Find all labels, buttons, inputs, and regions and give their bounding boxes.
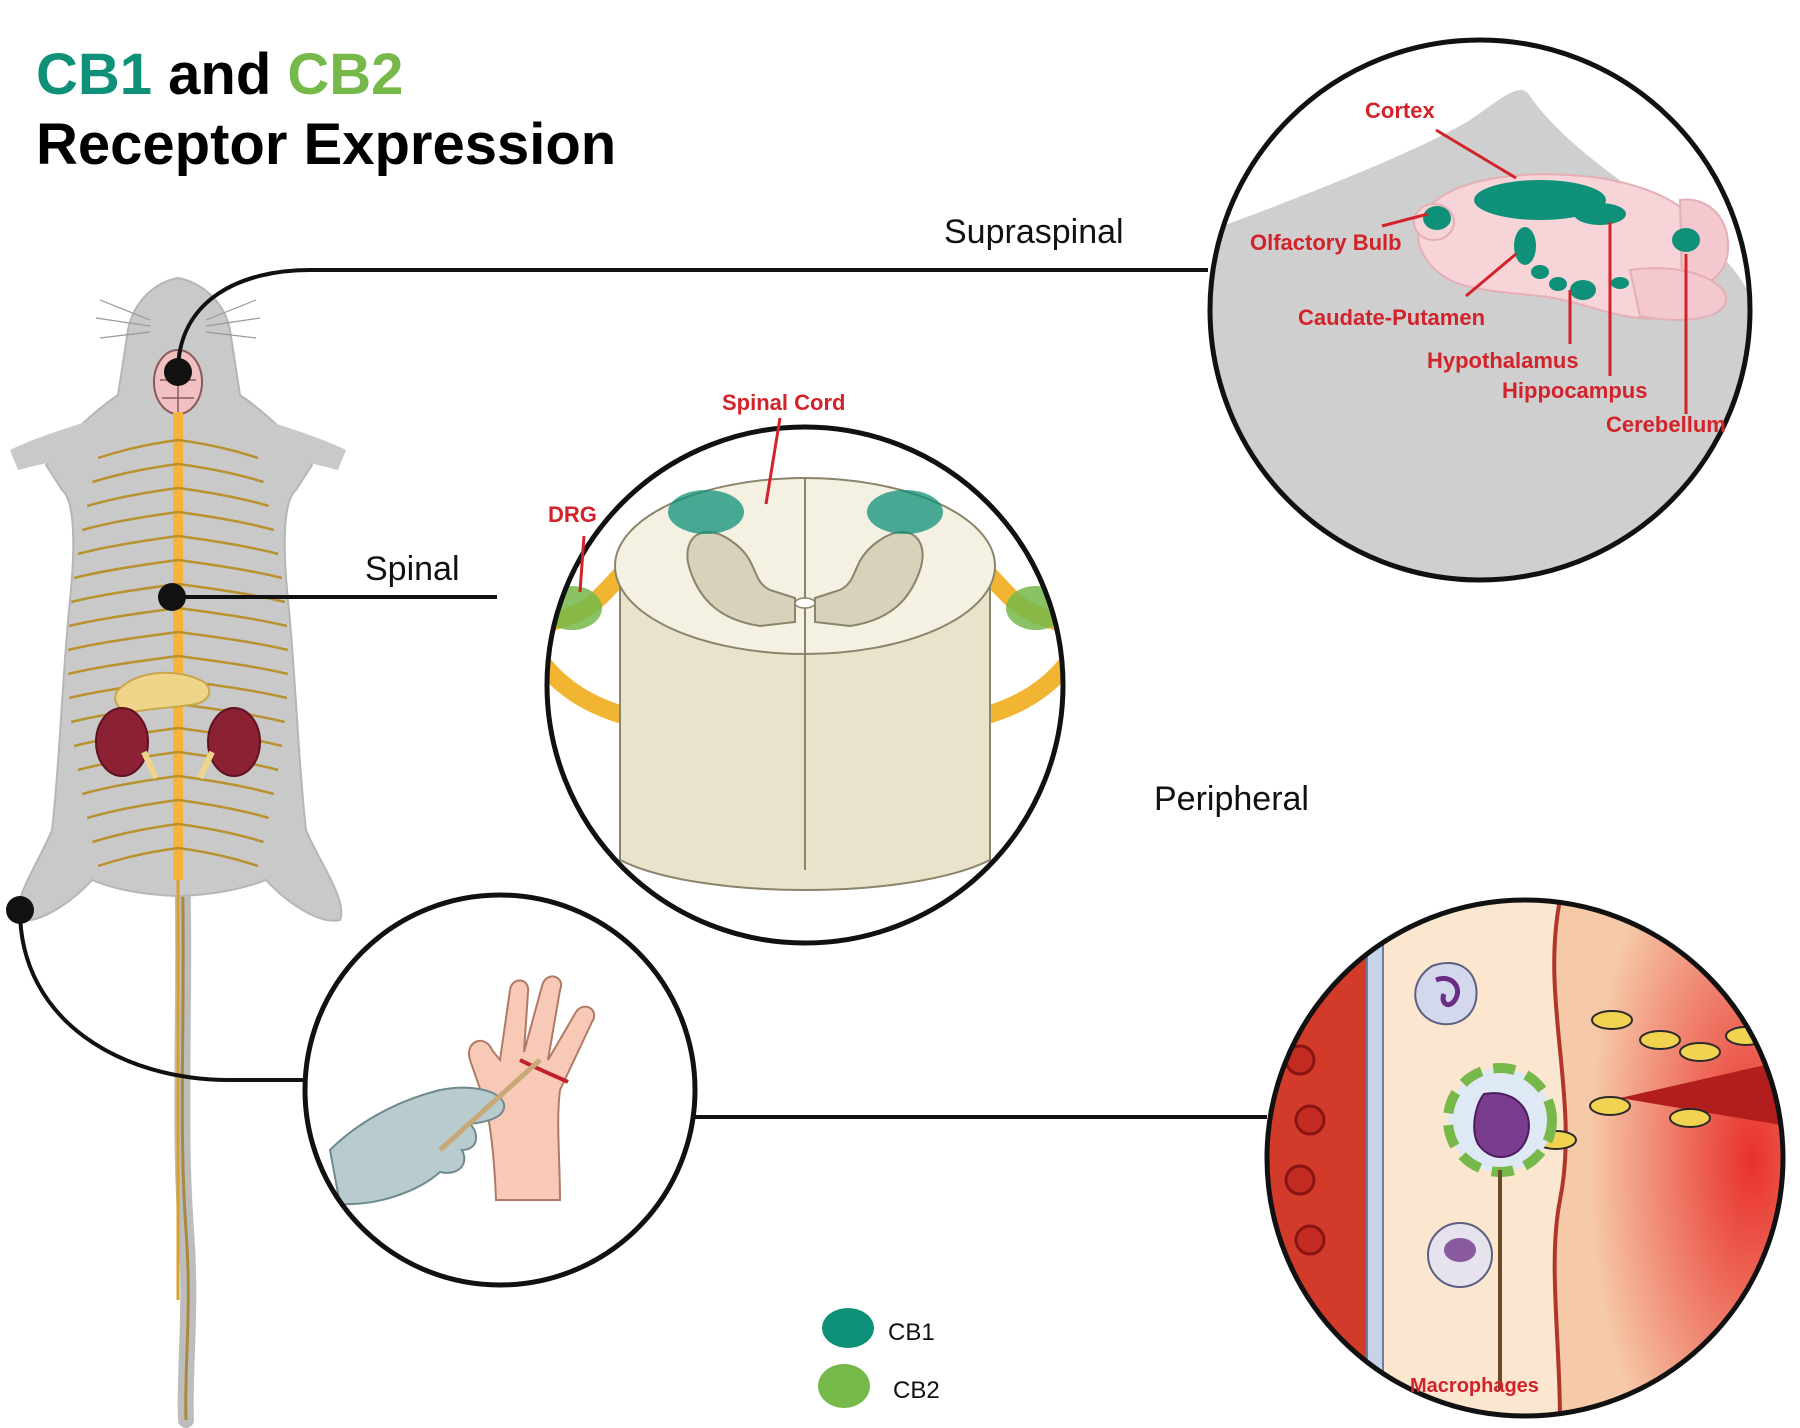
label-hypothalamus: Hypothalamus bbox=[1427, 348, 1579, 373]
figure-title: CB1 and CB2 Receptor Expression bbox=[36, 40, 616, 180]
nerve-branch bbox=[177, 582, 286, 604]
nerve-branch bbox=[81, 774, 179, 796]
mouse-illustration bbox=[10, 276, 346, 1428]
nerve-branch bbox=[177, 846, 259, 868]
label-macrophages: Macrophages bbox=[1410, 1375, 1539, 1397]
legend-cb2-swatch bbox=[818, 1364, 870, 1408]
label-supraspinal: Supraspinal bbox=[944, 213, 1124, 251]
label-drg: DRG bbox=[548, 502, 597, 527]
nerve-branch bbox=[177, 822, 264, 844]
nerve-branch bbox=[177, 438, 259, 460]
nerve-branch bbox=[177, 774, 275, 796]
legend: CB1 CB2 bbox=[818, 1308, 940, 1408]
title-and: and bbox=[152, 42, 288, 107]
nerve-branch bbox=[97, 846, 179, 868]
nerve-branch bbox=[86, 486, 179, 508]
nerve-branch bbox=[177, 606, 288, 628]
paw-inset bbox=[302, 892, 698, 1288]
tissue-inset: Macrophages bbox=[1264, 897, 1786, 1419]
nerve-branch bbox=[177, 534, 279, 556]
paw-dot bbox=[6, 896, 34, 924]
label-spinal: Spinal bbox=[365, 550, 460, 588]
nerve-branch bbox=[92, 822, 179, 844]
nerve-branch bbox=[177, 558, 283, 580]
legend-cb2-label: CB2 bbox=[893, 1377, 940, 1404]
nerve-branch bbox=[81, 510, 179, 532]
nerve-branch bbox=[77, 534, 179, 556]
label-spinal-cord: Spinal Cord bbox=[722, 390, 845, 415]
title-line2: Receptor Expression bbox=[36, 112, 617, 177]
legend-cb1-label: CB1 bbox=[888, 1319, 935, 1346]
label-hippocampus: Hippocampus bbox=[1502, 378, 1647, 403]
nerve-branch bbox=[86, 798, 179, 820]
title-cb2: CB2 bbox=[287, 42, 404, 107]
label-peripheral: Peripheral bbox=[1154, 780, 1309, 818]
nerve-branch bbox=[177, 510, 275, 532]
nerve-branch bbox=[177, 654, 289, 676]
nerve-branch bbox=[97, 438, 179, 460]
nerve-branch bbox=[177, 798, 270, 820]
nerve-branch bbox=[177, 630, 289, 652]
nerve-branch bbox=[177, 462, 264, 484]
spine-dot bbox=[158, 583, 186, 611]
nerve-branch bbox=[92, 462, 179, 484]
label-cortex: Cortex bbox=[1365, 98, 1435, 123]
spinal-cord-inset: Spinal Cord DRG bbox=[544, 390, 1066, 946]
nerve-branch bbox=[67, 654, 179, 676]
label-cerebellum: Cerebellum bbox=[1606, 412, 1726, 437]
label-olfactory-bulb: Olfactory Bulb bbox=[1250, 230, 1402, 255]
legend-cb1-swatch bbox=[822, 1308, 874, 1348]
title-cb1: CB1 bbox=[36, 42, 153, 107]
label-caudate-putamen: Caudate-Putamen bbox=[1298, 305, 1485, 330]
nerve-branch bbox=[67, 630, 179, 652]
nerve-branch bbox=[73, 558, 179, 580]
brain-dot bbox=[164, 358, 192, 386]
nerve-branch bbox=[177, 486, 270, 508]
brain-inset: Cortex Olfactory Bulb Caudate-Putamen Hy… bbox=[1207, 37, 1753, 583]
